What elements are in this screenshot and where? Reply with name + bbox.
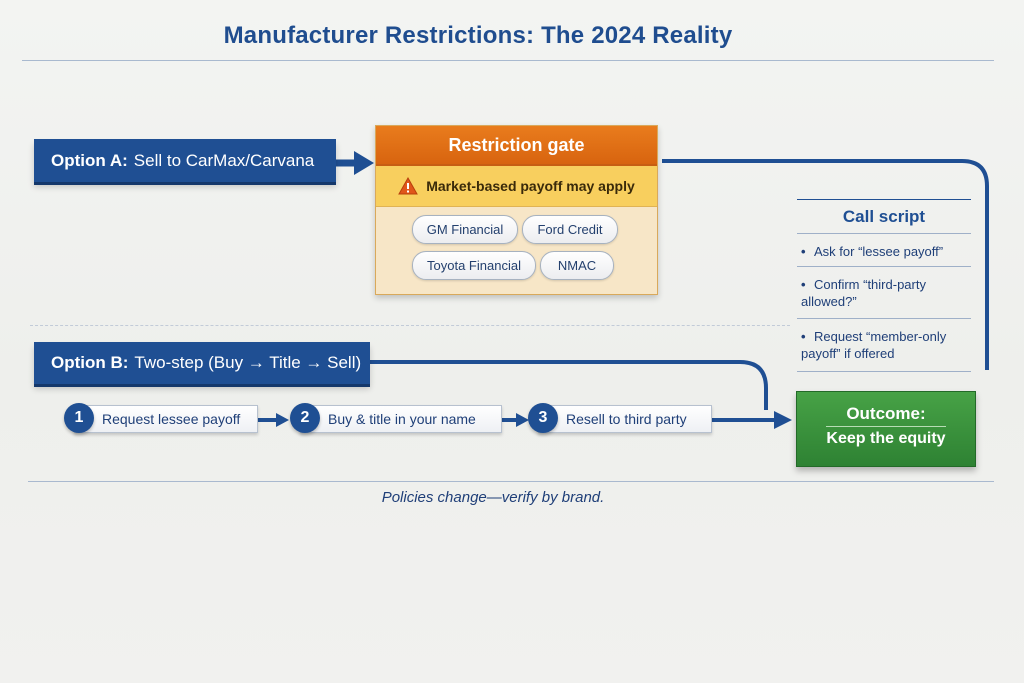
connector-option-b-to-outcome <box>370 360 768 410</box>
script-rule <box>797 318 971 319</box>
step-label: Buy & title in your name <box>328 411 476 427</box>
gate-warning-text: Market-based payoff may apply <box>426 178 635 194</box>
script-rule <box>797 266 971 267</box>
call-script-item: •Ask for “lessee payoff” <box>801 244 944 259</box>
step-box: Resell to third party <box>538 405 712 433</box>
restriction-gate: Restriction gate Market-based payoff may… <box>375 125 658 295</box>
script-rule <box>797 233 971 234</box>
outcome-subtitle: Keep the equity <box>826 430 946 447</box>
option-b-text: Two-step (Buy → Title → Sell) <box>134 353 362 372</box>
call-script-title: Call script <box>842 207 926 226</box>
outcome-box: Outcome: Keep the equity <box>796 391 976 467</box>
step-number: 1 <box>64 403 94 433</box>
script-rule <box>797 371 971 372</box>
lender-pill: GM Financial <box>412 215 518 244</box>
option-a-text: Sell to CarMax/Carvana <box>133 150 315 170</box>
lender-pill: Ford Credit <box>522 215 618 244</box>
footer-note: Policies change—verify by brand. <box>381 489 605 506</box>
step-box: Buy & title in your name <box>300 405 502 433</box>
arrowhead-option-a <box>354 151 374 175</box>
outcome-divider <box>826 426 946 427</box>
option-b-label: Option B: <box>51 353 129 372</box>
option-a-label: Option A: <box>51 150 128 170</box>
page-title: Manufacturer Restrictions: The 2024 Real… <box>223 22 733 49</box>
warning-triangle-icon <box>398 177 419 195</box>
script-rule <box>797 199 971 200</box>
footer-divider <box>28 481 994 482</box>
step-number: 3 <box>528 403 558 433</box>
step-box: Request lessee payoff <box>74 405 258 433</box>
section-divider <box>30 325 790 326</box>
gate-warning: Market-based payoff may apply <box>376 164 657 207</box>
option-a-bar: Option A: Sell to CarMax/Carvana <box>34 139 336 182</box>
gate-header: Restriction gate <box>376 126 657 164</box>
step-label: Request lessee payoff <box>102 411 241 427</box>
step-number: 2 <box>290 403 320 433</box>
outcome-title: Outcome: <box>846 404 926 423</box>
lender-pill: NMAC <box>540 251 614 280</box>
lender-pill: Toyota Financial <box>412 251 536 280</box>
call-script-item: •Confirm “third-party allowed?” <box>801 277 926 309</box>
call-script-item: •Request “member-only payoff” if offered <box>801 329 947 361</box>
connector-gate-to-script <box>662 159 989 370</box>
step-label: Resell to third party <box>566 411 687 427</box>
option-b-bar: Option B: Two-step (Buy → Title → Sell) <box>34 342 370 384</box>
title-divider <box>22 60 994 61</box>
